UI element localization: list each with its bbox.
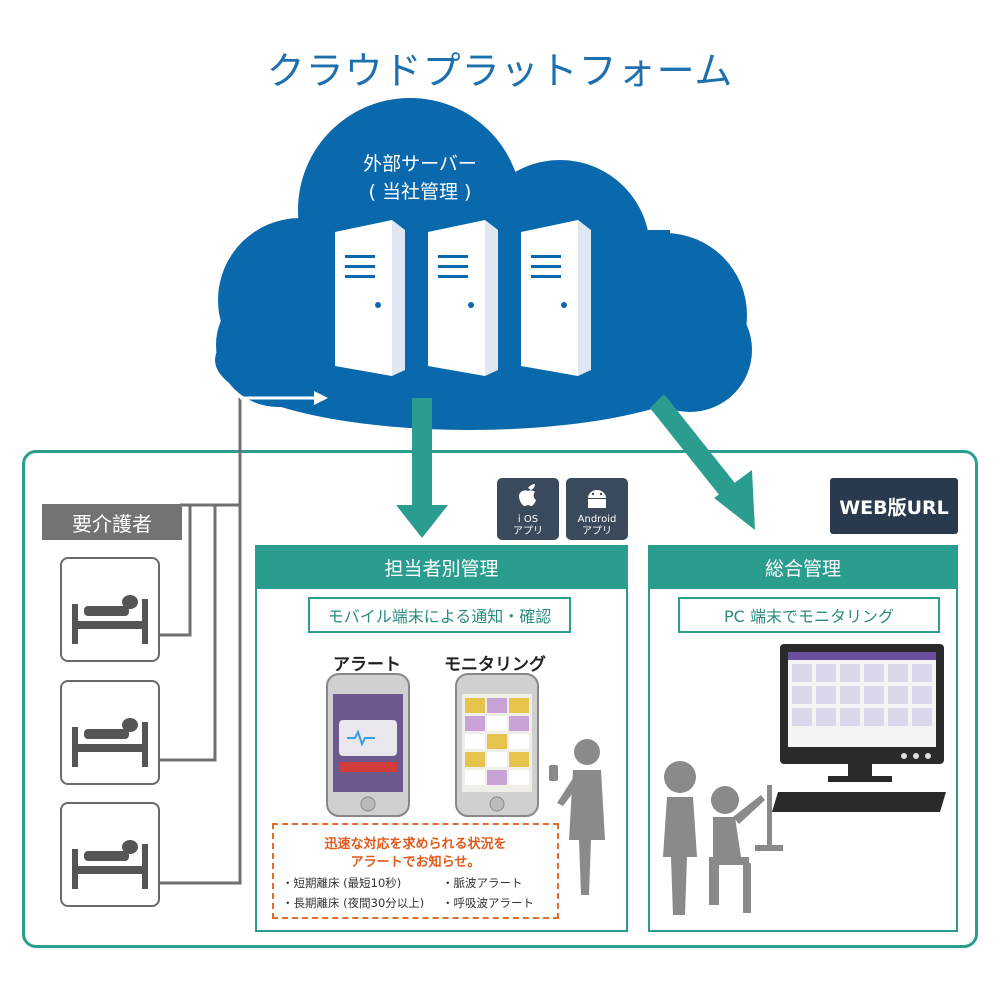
android-badge-line1: Android <box>577 514 617 525</box>
alert-title-line2: アラートでお知らせ。 <box>350 855 481 870</box>
ios-badge-line1: i OS <box>517 514 539 525</box>
apple-icon <box>519 484 536 506</box>
smartphone-alert-screen <box>326 673 410 817</box>
server-icon <box>335 220 405 376</box>
care-recipients-label: 要介護者 <box>42 504 182 540</box>
cloud-server-label: 外部サーバー ( 当社管理 ) <box>320 150 520 206</box>
cloud-label-line1: 外部サーバー <box>363 153 477 175</box>
overall-management-header: 総合管理 <box>648 545 958 589</box>
arrow-to-mobile <box>396 398 448 538</box>
mobile-notification-label: モバイル端末による通知・確認 <box>308 597 571 633</box>
server-icon <box>428 220 498 376</box>
keyboard-icon <box>772 792 946 812</box>
facility-container <box>22 450 978 948</box>
android-badge-line2: アプリ <box>582 526 612 537</box>
staff-at-desk-figures <box>663 761 783 915</box>
diagram-title: クラウドプラットフォーム <box>266 49 734 93</box>
smartphone-monitoring-screen <box>455 673 539 817</box>
alert-item: ・短期離床 (最短10秒) <box>282 876 402 890</box>
bed-card <box>60 802 160 907</box>
alert-item: ・長期離床 (夜間30分以上) <box>282 896 425 910</box>
pc-monitoring-label: PC 端末でモニタリング <box>678 597 940 633</box>
caregiver-figure <box>549 739 605 895</box>
alert-title-line1: 迅速な対応を求められる状況を <box>324 837 507 852</box>
arrow-to-cloud <box>240 391 328 405</box>
android-icon <box>588 490 606 508</box>
cloud-label-line2: ( 当社管理 ) <box>368 181 472 203</box>
alert-info-box: 迅速な対応を求められる状況を アラートでお知らせ。 ・短期離床 (最短10秒) … <box>272 823 559 919</box>
sensor-lines <box>160 398 242 885</box>
ios-app-badge: i OS アプリ <box>497 478 559 540</box>
bed-card <box>60 557 160 662</box>
phone-monitoring-label: モニタリング <box>444 655 546 675</box>
phone-alert-label: アラート <box>333 655 401 675</box>
individual-management-header: 担当者別管理 <box>255 545 628 589</box>
android-app-badge: Android アプリ <box>566 478 628 540</box>
alert-item: ・呼吸波アラート <box>442 896 534 910</box>
web-url-badge: WEB版URL <box>830 478 958 534</box>
ios-badge-line2: アプリ <box>513 526 543 537</box>
bed-icon <box>72 718 148 767</box>
alert-item: ・脈波アラート <box>442 876 523 890</box>
bed-icon <box>72 595 148 644</box>
bed-card <box>60 680 160 785</box>
pc-monitor-icon <box>772 644 946 812</box>
server-icon <box>521 220 591 376</box>
bed-icon <box>72 840 148 889</box>
